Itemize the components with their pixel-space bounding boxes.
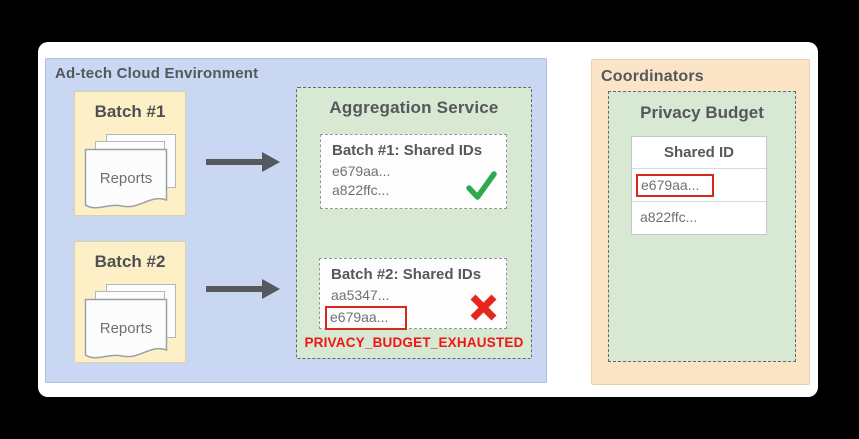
privacy-budget-exhausted-error: PRIVACY_BUDGET_EXHAUSTED bbox=[304, 335, 524, 350]
reports-label: Reports bbox=[99, 320, 153, 337]
adtech-cloud-environment-panel: Ad-tech Cloud Environment Batch #1 Repor… bbox=[45, 58, 547, 383]
coordinators-panel: Coordinators Privacy Budget Shared ID e6… bbox=[591, 59, 810, 385]
batch-1-title: Batch #1 bbox=[94, 102, 166, 121]
duplicate-shared-id-highlight: e679aa... bbox=[325, 306, 408, 330]
privacy-budget-box: Privacy Budget Shared ID e679aa... a822f… bbox=[608, 91, 796, 362]
shared-id-value: aa5347... bbox=[331, 287, 390, 303]
coordinators-title: Coordinators bbox=[601, 68, 704, 85]
report-sheet-front-icon bbox=[84, 298, 168, 359]
batch-1-box: Batch #1 Reports bbox=[74, 91, 186, 216]
duplicate-shared-id-highlight: e679aa... bbox=[636, 173, 715, 197]
batch-1-result-box: Batch #1: Shared IDs e679aa... a822ffc..… bbox=[320, 134, 507, 209]
success-check-icon bbox=[466, 171, 497, 200]
privacy-budget-title: Privacy Budget bbox=[640, 103, 764, 122]
shared-id-value: a822ffc... bbox=[332, 182, 390, 198]
batch-1-result-title: Batch #1: Shared IDs bbox=[332, 142, 483, 159]
shared-id-table-header: Shared ID bbox=[632, 137, 766, 169]
shared-id-table: Shared ID e679aa... a822ffc... bbox=[631, 136, 767, 235]
batch-2-box: Batch #2 Reports bbox=[74, 241, 186, 363]
batch-2-result-box: Batch #2: Shared IDs aa5347... e679aa... bbox=[319, 258, 507, 330]
aggregation-service-box: Aggregation Service Batch #1: Shared IDs… bbox=[296, 87, 532, 359]
reports-label: Reports bbox=[99, 170, 153, 187]
reports-document-stack-icon: Reports bbox=[84, 284, 180, 362]
shared-id-value: e679aa... bbox=[332, 163, 391, 179]
diagram-card: Ad-tech Cloud Environment Batch #1 Repor… bbox=[38, 42, 818, 397]
error-x-icon bbox=[470, 294, 497, 321]
report-sheet-front-icon bbox=[84, 148, 168, 209]
flow-arrow-batch2-icon bbox=[206, 279, 280, 299]
duplicate-shared-id-row: e679aa... bbox=[325, 305, 496, 330]
table-row: a822ffc... bbox=[632, 201, 766, 234]
flow-arrow-batch1-icon bbox=[206, 152, 280, 172]
reports-document-stack-icon: Reports bbox=[84, 134, 180, 212]
batch-2-title: Batch #2 bbox=[94, 252, 166, 271]
adtech-environment-title: Ad-tech Cloud Environment bbox=[55, 65, 259, 82]
table-row: e679aa... bbox=[632, 169, 766, 201]
aggregation-service-title: Aggregation Service bbox=[329, 98, 499, 117]
batch-2-result-title: Batch #2: Shared IDs bbox=[331, 266, 482, 283]
